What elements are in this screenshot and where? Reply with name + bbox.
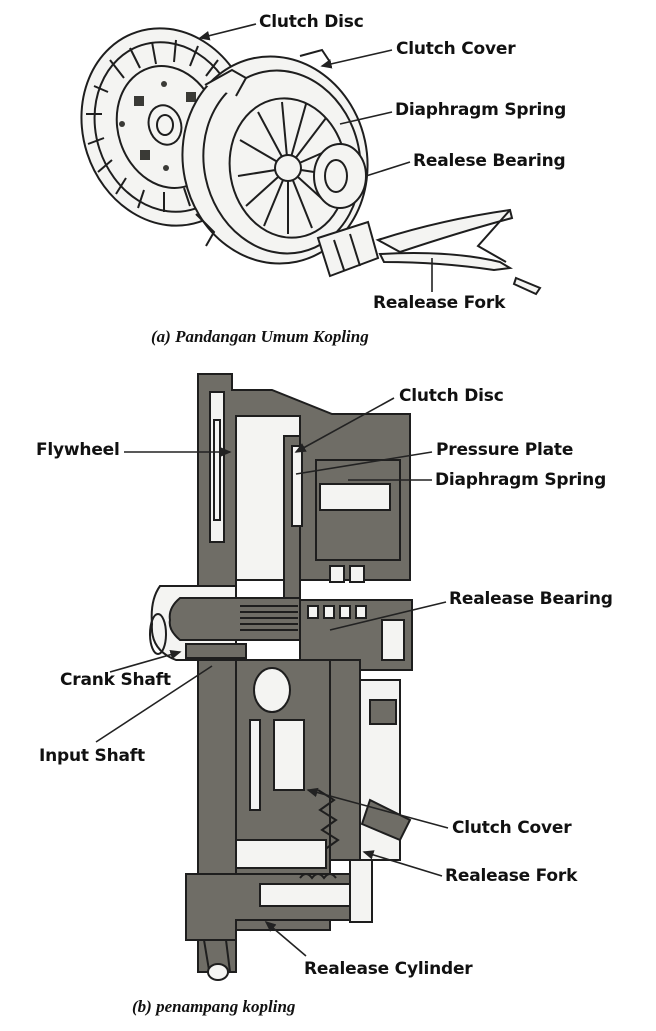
label-b-diaphragm-spring: Diaphragm Spring: [435, 470, 607, 490]
label-b-flywheel: Flywheel: [36, 440, 120, 460]
figure-b-leader-lines: [95, 397, 449, 957]
label-b-release-bearing: Realease Bearing: [449, 589, 613, 609]
label-a-diaphragm-spring: Diaphragm Spring: [395, 100, 567, 120]
release-bearing-drawing: [313, 143, 367, 209]
label-b-pressure-plate: Pressure Plate: [436, 440, 574, 460]
label-a-release-fork: Realease Fork: [373, 293, 506, 313]
label-b-release-fork: Realease Fork: [445, 866, 578, 886]
label-b-clutch-disc: Clutch Disc: [399, 386, 504, 406]
label-a-release-bearing: Realese Bearing: [413, 151, 566, 171]
label-b-input-shaft: Input Shaft: [39, 746, 145, 766]
caption-figure-b: (b) penampang kopling: [132, 997, 296, 1016]
release-fork-drawing: [316, 208, 542, 296]
label-b-release-cylinder: Realease Cylinder: [304, 959, 473, 979]
label-b-crank-shaft: Crank Shaft: [60, 670, 171, 690]
label-a-clutch-disc: Clutch Disc: [259, 12, 364, 32]
clutch-cross-section-drawing: [149, 373, 413, 981]
label-a-clutch-cover: Clutch Cover: [396, 39, 516, 59]
caption-figure-a: (a) Pandangan Umum Kopling: [151, 327, 369, 346]
figure-a-leader-lines: [198, 23, 433, 292]
label-b-clutch-cover: Clutch Cover: [452, 818, 572, 838]
